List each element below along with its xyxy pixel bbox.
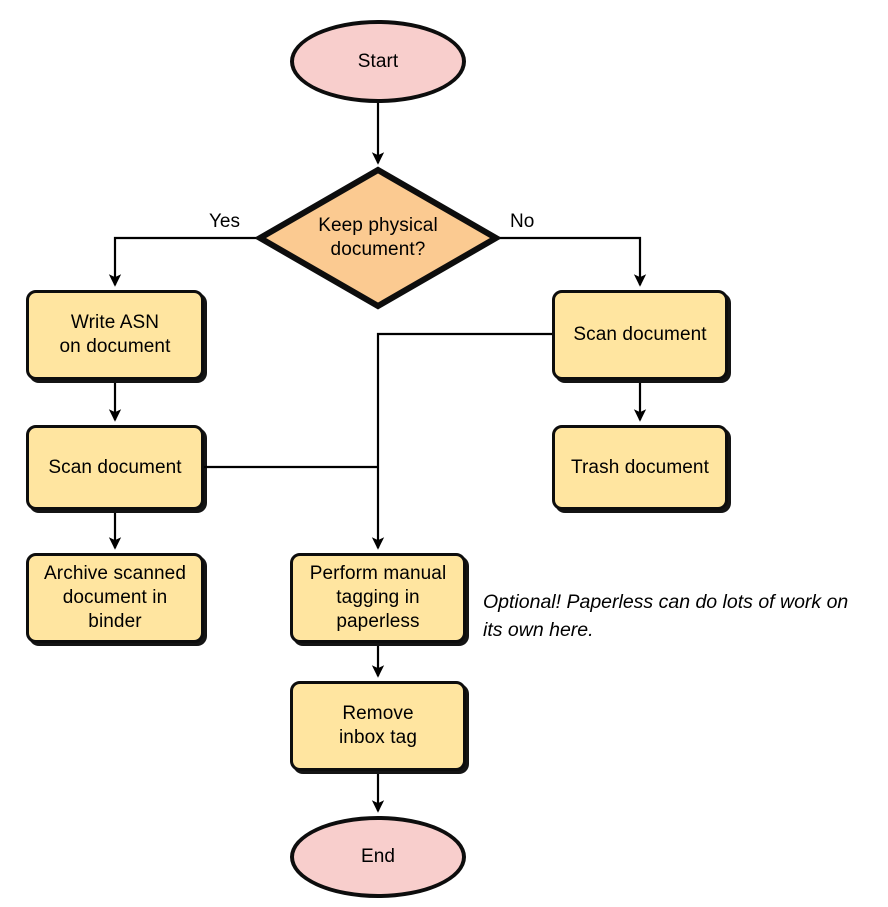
node-archive-scanned-document[interactable]: Archive scanned document in binder bbox=[26, 553, 204, 643]
edge-decision-yes-to-write-asn bbox=[108, 236, 258, 287]
node-trash-document-label: Trash document bbox=[571, 456, 709, 478]
edge-decision-no-to-scan-right bbox=[498, 236, 647, 287]
node-decision-label: Keep physical document? bbox=[318, 214, 438, 262]
node-archive-label-line3: binder bbox=[88, 610, 142, 632]
edge-label-yes: Yes bbox=[209, 211, 240, 232]
node-tagging-label-line2: tagging in bbox=[336, 587, 420, 609]
node-keep-physical-document-decision[interactable]: Keep physical document? bbox=[256, 166, 500, 310]
edge-scan-right-to-tagging bbox=[371, 332, 552, 550]
node-remove-inbox-label-line2: inbox tag bbox=[338, 727, 417, 748]
diamond-shape bbox=[256, 166, 500, 310]
node-decision-label-line1: Keep physical bbox=[318, 215, 438, 237]
node-perform-manual-tagging[interactable]: Perform manual tagging in paperless bbox=[290, 553, 466, 643]
node-tagging-label-line1: Perform manual bbox=[309, 563, 447, 585]
node-decision-label-line2: document? bbox=[330, 239, 426, 260]
node-write-asn-on-document[interactable]: Write ASN on document bbox=[26, 290, 204, 380]
node-start[interactable]: Start bbox=[290, 20, 466, 103]
annotation-line2: its own here. bbox=[483, 618, 594, 641]
node-write-asn-label: Write ASN on document bbox=[60, 311, 171, 359]
node-tagging-label: Perform manual tagging in paperless bbox=[310, 562, 447, 633]
node-scan-document-right[interactable]: Scan document bbox=[552, 290, 728, 380]
node-remove-inbox-tag[interactable]: Remove inbox tag bbox=[290, 681, 466, 771]
node-end-label: End bbox=[360, 846, 396, 868]
node-write-asn-label-line2: on document bbox=[59, 336, 171, 357]
node-archive-label: Archive scanned document in binder bbox=[44, 562, 186, 633]
edge-label-no: No bbox=[510, 211, 535, 232]
node-scan-document-left[interactable]: Scan document bbox=[26, 425, 204, 510]
node-scan-document-left-label: Scan document bbox=[48, 456, 182, 478]
node-remove-inbox-label: Remove inbox tag bbox=[339, 702, 417, 750]
node-archive-label-line1: Archive scanned bbox=[44, 563, 186, 585]
node-scan-document-right-label: Scan document bbox=[573, 324, 707, 346]
annotation-line1: Optional! Paperless can do lots of work … bbox=[483, 591, 849, 613]
node-start-label: Start bbox=[357, 50, 399, 72]
node-trash-document[interactable]: Trash document bbox=[552, 425, 728, 510]
annotation-optional-paperless: Optional! Paperless can do lots of work … bbox=[483, 589, 883, 644]
node-remove-inbox-label-line1: Remove bbox=[342, 703, 414, 725]
node-end[interactable]: End bbox=[290, 816, 466, 898]
node-tagging-label-line3: paperless bbox=[336, 610, 420, 632]
node-archive-label-line2: document in bbox=[62, 587, 168, 609]
node-write-asn-label-line1: Write ASN bbox=[70, 312, 160, 334]
